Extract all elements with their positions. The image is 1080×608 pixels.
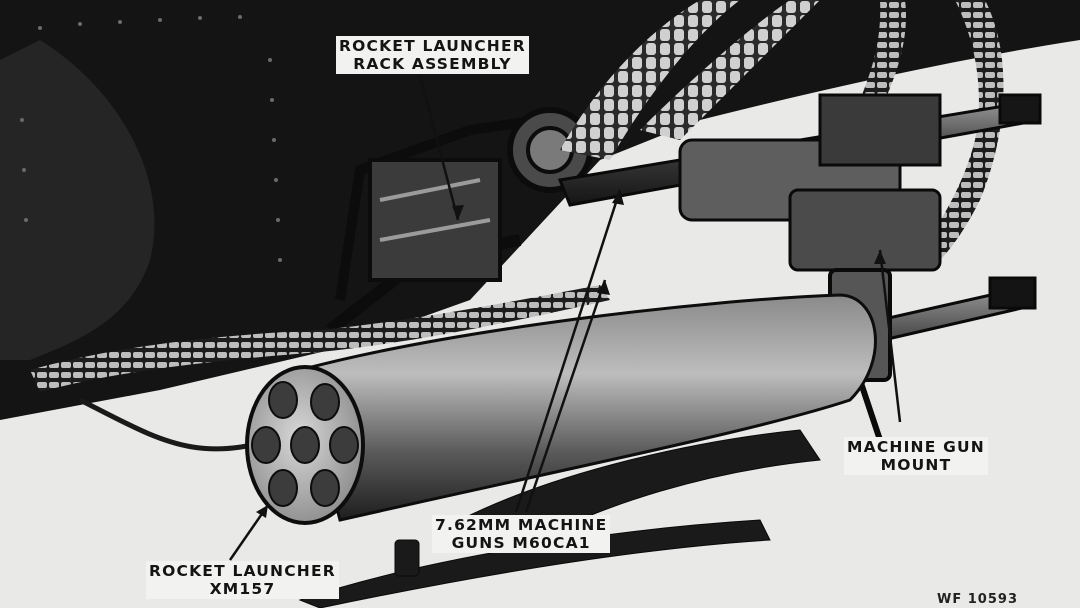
machine-guns-callout: 7.62MM MACHINE GUNS M60CA1: [432, 515, 611, 553]
rocket-launcher-tube: [245, 293, 877, 525]
rocket-launcher-callout: ROCKET LAUNCHER XM157: [146, 561, 339, 599]
ammo-belt-draped: [30, 285, 610, 392]
gun-mount-callout: MACHINE GUN MOUNT: [844, 437, 988, 475]
ammo-belt-top-right-a: [860, 0, 906, 110]
machine-guns-callout-line2: GUNS M60CA1: [451, 534, 591, 552]
rocket-tubes-cluster: [251, 381, 359, 507]
gun-mount-callout-line1: MACHINE GUN: [847, 438, 985, 456]
machine-guns-callout-line1: 7.62MM MACHINE: [435, 516, 608, 534]
rack-assembly-callout: ROCKET LAUNCHER RACK ASSEMBLY: [336, 36, 529, 74]
rack-assembly-callout-line1: ROCKET LAUNCHER: [339, 37, 526, 55]
plate-number: WF 10593: [937, 592, 1018, 607]
rack-assembly-callout-line2: RACK ASSEMBLY: [353, 55, 512, 73]
fuselage-highlight: [0, 40, 155, 360]
helicopter-fuselage: [0, 0, 1080, 420]
fuselage-rivets: [20, 15, 282, 262]
ammo-belt-top-mid: [640, 0, 820, 140]
rocket-launcher-callout-line1: ROCKET LAUNCHER: [149, 562, 336, 580]
leader-arrowheads: [256, 190, 886, 518]
rack-assembly: [326, 107, 593, 335]
ammo-belt-top-right-b: [925, 0, 1004, 260]
gun-mount-callout-line2: MOUNT: [880, 456, 952, 474]
rocket-launcher-callout-line2: XM157: [209, 580, 276, 598]
ammo-belt-top-left: [560, 0, 740, 160]
